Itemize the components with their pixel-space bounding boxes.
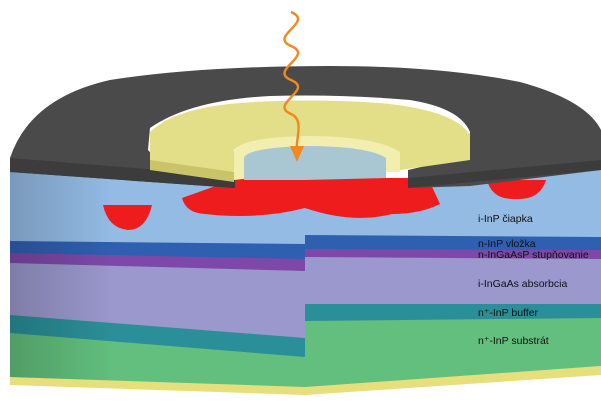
photon-wave-arrow-icon (283, 10, 304, 162)
buffer-right (305, 303, 601, 321)
label-cap: i-InP čiapka (478, 213, 533, 225)
top-contact-disc (10, 66, 601, 188)
guard-ring-right (487, 180, 546, 200)
label-grading: n-InGaAsP stupňovanie (478, 249, 589, 261)
insert-right (305, 234, 601, 250)
label-absorption: i-InGaAs absorbcia (478, 278, 567, 290)
optical-window (244, 146, 386, 180)
top-contact-right-edge (408, 160, 601, 188)
right-wall (305, 170, 601, 387)
grading-right (305, 248, 601, 259)
ring-electrode (150, 100, 470, 180)
label-substrate: n⁺-InP substrát (478, 335, 549, 347)
ring-electrode-front-edge (150, 160, 234, 182)
base-film (10, 366, 601, 395)
central-diffusion (182, 178, 440, 218)
left-wall (10, 170, 305, 387)
label-buffer: n⁺-InP buffer (478, 307, 539, 319)
top-contact-front-edge (10, 158, 235, 188)
absorption-right (305, 256, 601, 304)
label-insert: n-InP vložka (478, 238, 536, 250)
diffusion-regions (103, 178, 546, 230)
guard-ring-left (103, 205, 152, 230)
substrate-right (305, 317, 601, 387)
left-wall-shade (10, 170, 305, 387)
layer-labels: i-InP čiapka n-InP vložka n-InGaAsP stup… (478, 213, 589, 347)
